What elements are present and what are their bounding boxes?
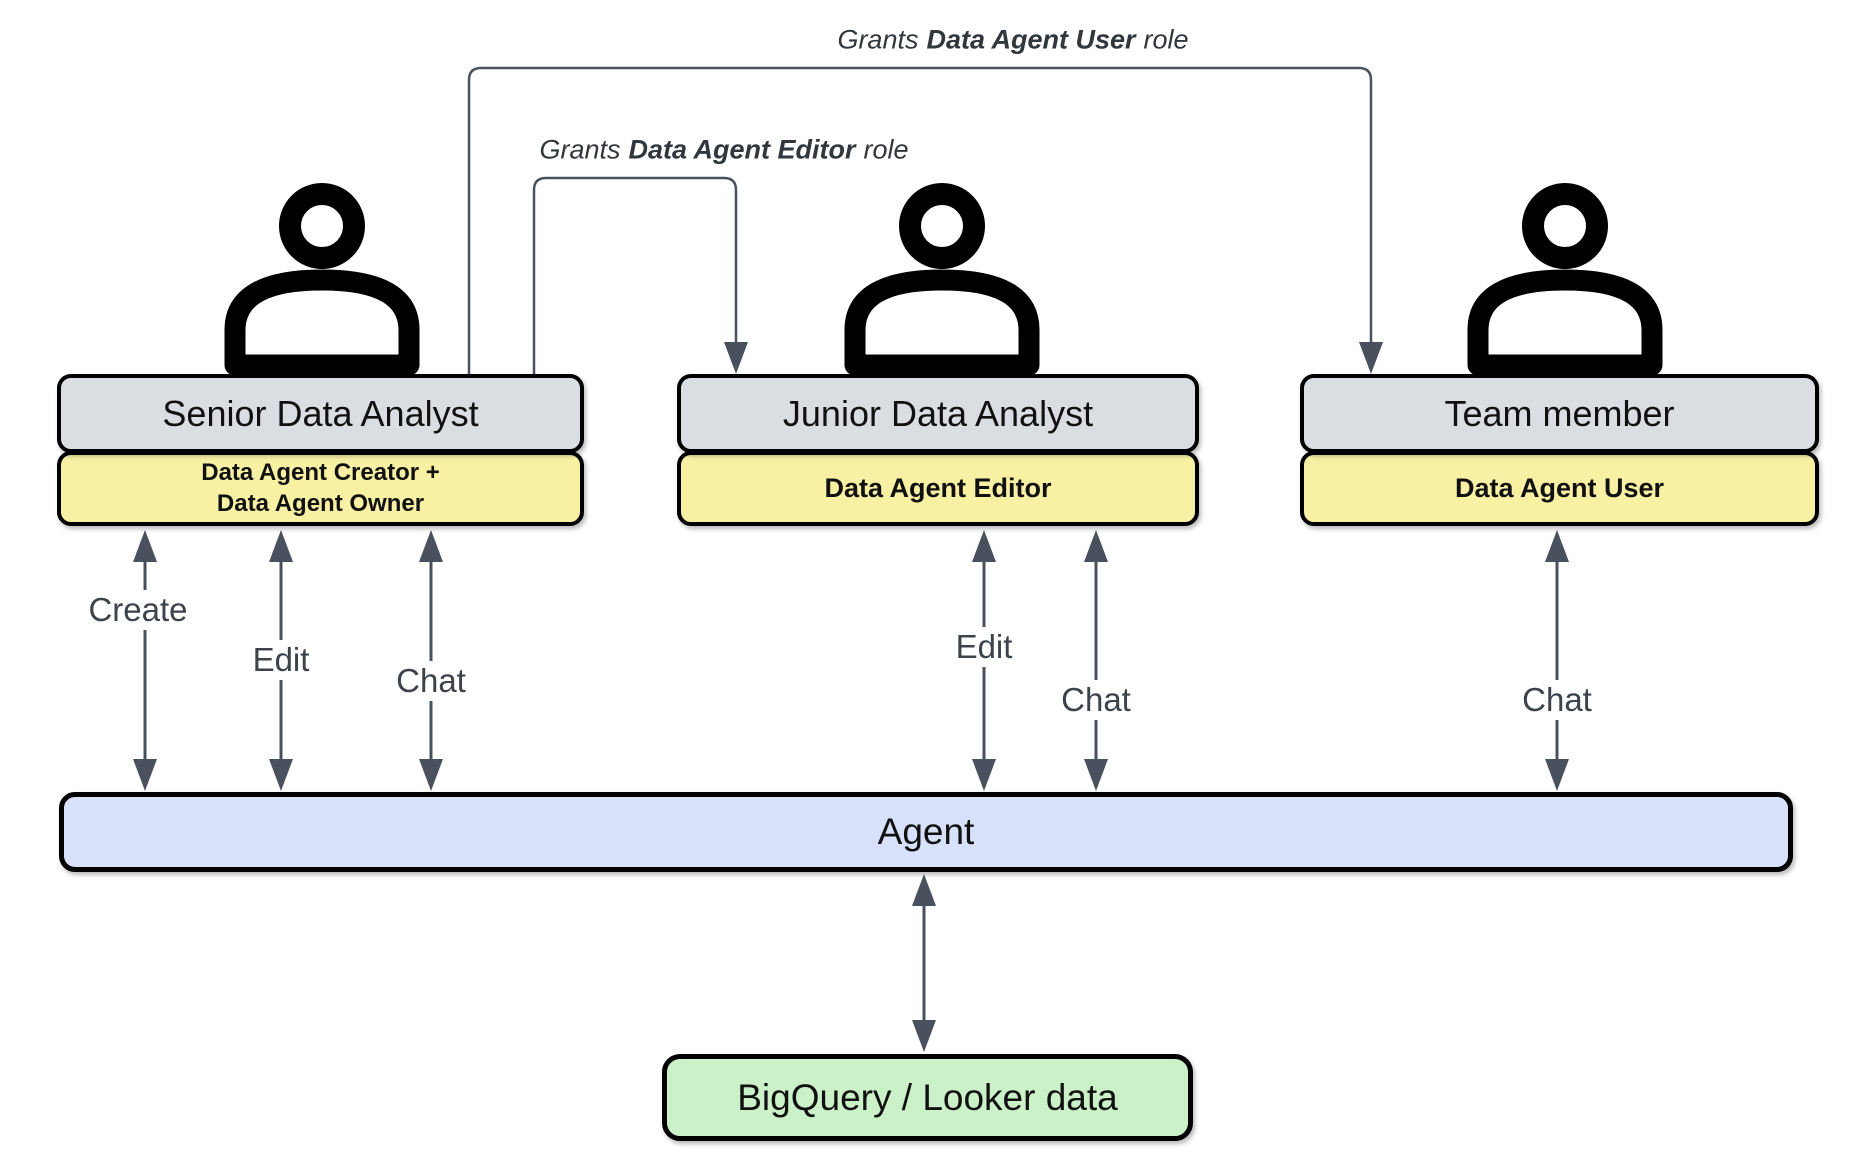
actor-box-senior: Senior Data Analyst [57, 374, 584, 453]
actor-box-team: Team member [1300, 374, 1819, 453]
grants-editor-suffix: role [863, 134, 909, 165]
grants-user-prefix: Grants [837, 24, 919, 55]
chat-label-junior: Chat [1053, 680, 1139, 720]
agent-label: Agent [877, 811, 975, 852]
grants-editor-connector [532, 176, 748, 374]
chat-arrow-junior [1084, 530, 1108, 791]
create-arrow [133, 530, 157, 791]
grants-editor-label: Grants Data Agent Editor role [539, 135, 908, 166]
edit-label-junior: Edit [947, 627, 1021, 667]
edit-label-senior: Edit [244, 640, 318, 680]
role-line-2: Data Agent Owner [216, 489, 425, 517]
grants-user-connector [467, 66, 1383, 374]
person-icon [217, 178, 427, 378]
grants-editor-prefix: Grants [539, 134, 621, 165]
role-box-junior: Data Agent Editor [677, 451, 1199, 526]
role-label: Data Agent User [1454, 473, 1665, 503]
actor-name: Senior Data Analyst [162, 392, 479, 434]
grants-user-label: Grants Data Agent User role [837, 25, 1188, 56]
datastore-label: BigQuery / Looker data [737, 1076, 1118, 1118]
create-label: Create [80, 590, 196, 630]
chat-label-senior: Chat [388, 661, 474, 701]
role-box-team: Data Agent User [1300, 451, 1819, 526]
actor-name: Junior Data Analyst [782, 392, 1094, 434]
chat-arrow-team [1545, 530, 1569, 791]
grants-user-role: Data Agent User [926, 24, 1136, 55]
chat-label-team: Chat [1514, 680, 1600, 720]
role-box-senior: Data Agent Creator + Data Agent Owner [57, 451, 584, 526]
agent-datastore-arrow [912, 874, 936, 1052]
actor-name: Team member [1444, 392, 1675, 434]
grants-user-suffix: role [1143, 24, 1189, 55]
actor-box-junior: Junior Data Analyst [677, 374, 1199, 453]
role-line-1: Data Agent Creator + [201, 458, 440, 486]
person-icon [837, 178, 1047, 378]
grants-editor-role: Data Agent Editor [628, 134, 856, 165]
person-icon [1460, 178, 1670, 378]
agent-box: Agent [59, 792, 1793, 872]
role-label: Data Agent Editor [824, 473, 1052, 503]
datastore-box: BigQuery / Looker data [662, 1054, 1193, 1141]
